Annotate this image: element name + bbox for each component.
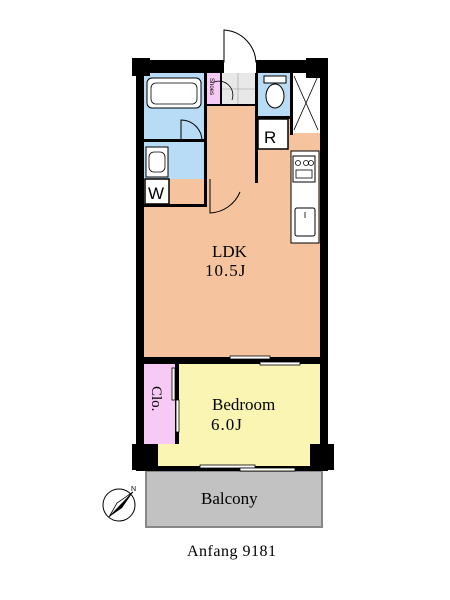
bath-door-swing xyxy=(180,119,203,142)
compass-icon: N xyxy=(102,486,136,522)
bedroom-area xyxy=(176,364,320,466)
stove-icon xyxy=(292,155,316,183)
refrigerator-space xyxy=(257,118,289,150)
balcony-area xyxy=(145,470,323,528)
sliding-doors xyxy=(171,355,301,472)
toilet-door-swing xyxy=(213,80,234,101)
sink-icon xyxy=(294,207,316,237)
balcony-label: Balcony xyxy=(201,489,258,508)
ldk-size: 10.5J xyxy=(205,261,246,280)
washbasin-icon xyxy=(145,146,169,178)
hallway-area xyxy=(206,105,256,179)
bedroom-size: 6.0J xyxy=(211,415,243,434)
kitchen-counter xyxy=(290,150,320,244)
shoes-label: Shoes xyxy=(208,78,214,95)
ldk-door-swing xyxy=(209,179,241,214)
svg-text:N: N xyxy=(131,486,136,493)
closet-label: Clo. xyxy=(148,386,164,411)
bedroom-name: Bedroom xyxy=(212,395,275,414)
entrance-door-swing xyxy=(223,29,257,65)
bedroom-lower-left xyxy=(158,444,178,466)
ldk-name: LDK xyxy=(212,242,248,261)
washroom-label: W xyxy=(148,184,164,203)
closet-area xyxy=(144,364,176,444)
toilet-tank xyxy=(263,75,287,84)
refrigerator-label: R xyxy=(264,128,276,147)
property-caption: Anfang 9181 xyxy=(187,543,276,560)
toilet-icon xyxy=(265,83,285,109)
